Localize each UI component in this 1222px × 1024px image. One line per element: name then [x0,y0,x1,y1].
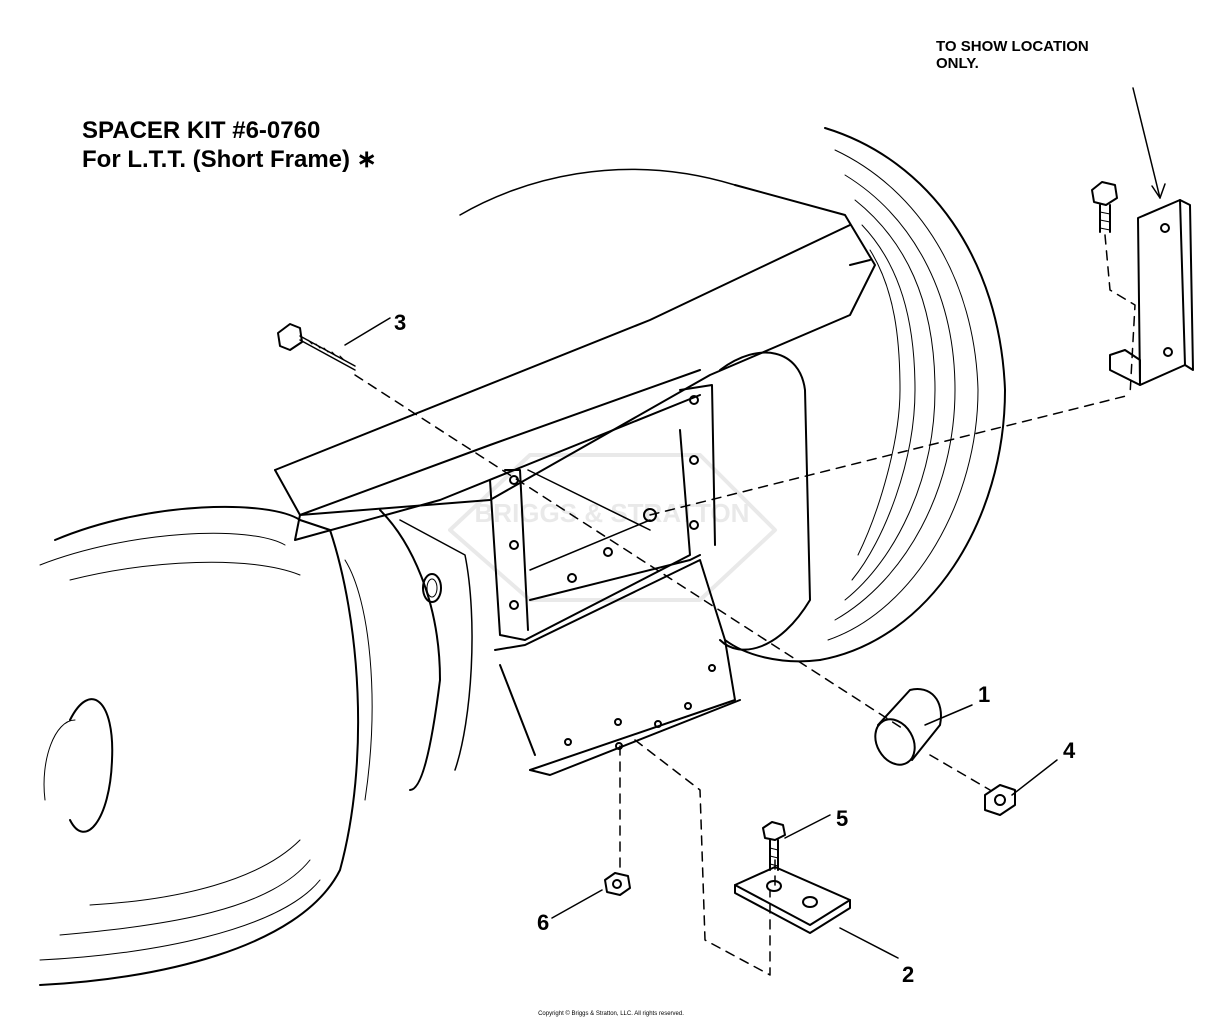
copyright-notice: Copyright © Briggs & Stratton, LLC. All … [538,1011,684,1017]
part-6-nut [604,872,631,896]
part-1-spacer [874,688,942,766]
frame-hitch [489,384,741,776]
left-tire [39,505,373,986]
callout-1: 1 [978,682,990,707]
note-line-1: TO SHOW LOCATION [936,38,1089,55]
fender [274,168,876,791]
callout-3: 3 [394,310,406,335]
callout-6: 6 [537,910,549,935]
part-2-plate [734,866,851,934]
callout-2: 2 [902,962,914,987]
callouts: 1 2 3 4 5 6 [394,310,1076,987]
location-note: TO SHOW LOCATION ONLY. [936,38,1089,72]
callout-5: 5 [836,806,848,831]
right-tire [719,127,1006,663]
assembly-lines [354,234,1136,976]
diagram-title: SPACER KIT #6-0760 For L.T.T. (Short Fra… [82,116,377,174]
part-3-bolt [277,323,356,371]
title-line-2: For L.T.T. (Short Frame) ∗ [82,146,377,173]
leader-lines [344,87,1166,959]
note-line-2: ONLY. [936,55,979,72]
location-bracket [1091,181,1194,386]
callout-4: 4 [1063,738,1076,763]
part-4-nut [984,784,1016,816]
title-line-1: SPACER KIT #6-0760 [82,117,321,144]
part-5-bolt [762,821,786,871]
watermark-text: BRIGGS & STRATTON [475,498,750,528]
